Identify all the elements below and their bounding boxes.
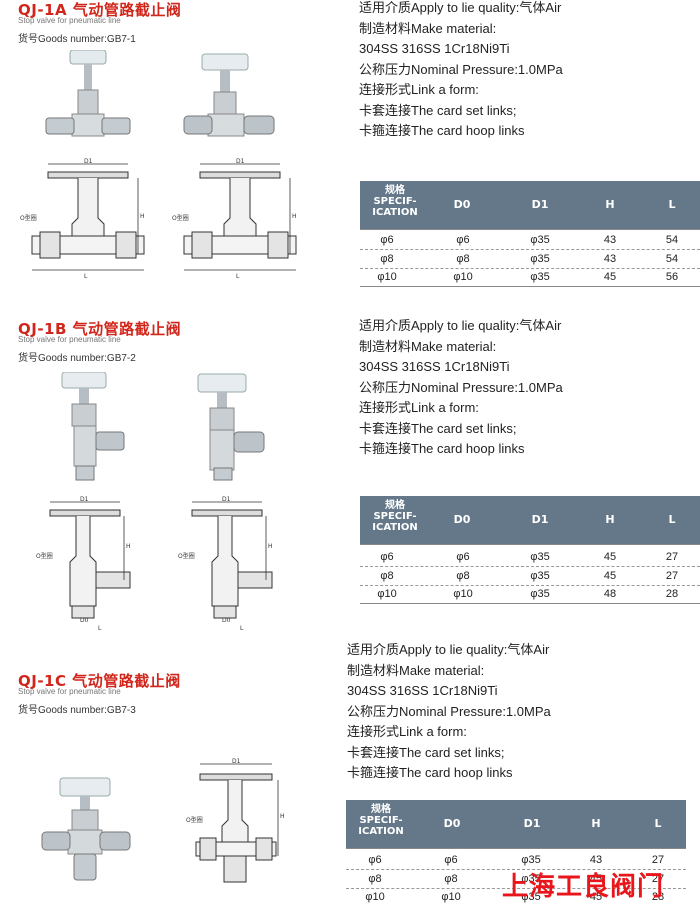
col-d1: D1 (531, 198, 549, 211)
spec-link-card-set: 卡套连接The card set links; (359, 420, 517, 436)
col-d0: D0 (453, 198, 471, 211)
watermark-logo: 上海工良阀门 (502, 872, 665, 902)
valve-photo-b2 (197, 373, 265, 481)
col-l: L (668, 513, 676, 526)
spec-material-label: 制造材料Make material: (359, 20, 497, 36)
spec-column-header: 规格 SPECIF- ICATION (358, 804, 404, 837)
spec-column-header: 规格 SPECIF- ICATION (372, 185, 418, 218)
product-title: QJ-1C 气动管路截止阀 (18, 672, 181, 690)
spec-list: 适用介质Apply to lie quality:气体Air 制造材料Make … (359, 0, 563, 142)
product-title: QJ-1B 气动管路截止阀 (18, 320, 182, 338)
spec-link-card-set: 卡套连接The card set links; (359, 102, 517, 118)
valve-photo-c1 (41, 777, 131, 881)
spec-medium: 适用介质Apply to lie quality:气体Air (347, 642, 550, 657)
dim-l-label: L (84, 273, 88, 280)
spec-list: 适用介质Apply to lie quality:气体Air 制造材料Make … (347, 640, 551, 784)
col-h: H (605, 198, 615, 211)
table-row: φ6 φ6 φ35 43 54 (380, 234, 679, 246)
spec-table: 规格 SPECIF- ICATION D0 D1 H L φ6 φ6 φ35 4… (360, 496, 700, 604)
dim-d1-label: D1 (84, 158, 93, 165)
col-l: L (654, 817, 662, 830)
table-row: φ10 φ10 φ35 48 28 (377, 588, 679, 600)
dim-d0-label: D0 (80, 617, 89, 624)
dim-d1-label: D1 (232, 758, 241, 765)
product-title: QJ-1A 气动管路截止阀 (18, 1, 182, 19)
col-d0: D0 (453, 513, 471, 526)
spec-material-value: 304SS 316SS 1Cr18Ni9Ti (359, 41, 510, 56)
spec-material-value: 304SS 316SS 1Cr18Ni9Ti (347, 683, 498, 698)
spec-pressure: 公称压力Nominal Pressure:1.0MPa (359, 61, 563, 77)
o-ring-label: O型圈 (172, 214, 189, 222)
product-subtitle: Stop valve for pneumatic line (18, 335, 121, 344)
technical-drawing-b1: D1 H L D0 O型圈 (36, 496, 131, 632)
technical-drawing-b2: D1 H L D0 O型圈 (178, 496, 273, 632)
o-ring-label: O型圈 (178, 552, 195, 560)
product-subtitle: Stop valve for pneumatic line (18, 687, 121, 696)
dim-d0-label: D0 (222, 617, 231, 624)
dim-l-label: L (240, 625, 244, 632)
spec-link-label: 连接形式Link a form: (359, 400, 479, 415)
col-d0: D0 (443, 817, 461, 830)
table-row: φ6 φ6 φ35 45 27 (380, 551, 679, 563)
valve-photo-b1 (61, 372, 125, 481)
spec-link-label: 连接形式Link a form: (359, 82, 479, 97)
technical-drawing-a2: D1 H L O型圈 (172, 158, 297, 280)
spec-link-card-hoop: 卡箍连接The card hoop links (359, 441, 525, 456)
col-d1: D1 (523, 817, 541, 830)
spec-pressure: 公称压力Nominal Pressure:1.0MPa (359, 379, 563, 395)
table-row: φ10 φ10 φ35 45 56 (377, 271, 679, 283)
product-subtitle: Stop valve for pneumatic line (18, 16, 121, 25)
o-ring-label: O型圈 (186, 816, 203, 824)
dim-h-label: H (292, 213, 297, 220)
spec-link-label: 连接形式Link a form: (347, 724, 467, 739)
table-row: φ8 φ8 φ35 45 27 (380, 570, 679, 582)
spec-table: 规格 SPECIF- ICATION D0 D1 H L φ6 φ6 φ35 4… (346, 800, 686, 906)
product-section-qj-1c: QJ-1C 气动管路截止阀 Stop valve for pneumatic l… (0, 640, 700, 908)
goods-number: 货号Goods number:GB7-1 (18, 34, 136, 45)
spec-table: 规格 SPECIF- ICATION D0 D1 H L φ6 φ6 φ35 4… (360, 181, 700, 287)
spec-material-value: 304SS 316SS 1Cr18Ni9Ti (359, 359, 510, 374)
col-d1: D1 (531, 513, 549, 526)
goods-number: 货号Goods number:GB7-2 (18, 353, 136, 364)
table-header: 规格 SPECIF- ICATION D0 D1 H L (346, 800, 686, 848)
col-h: H (591, 817, 601, 830)
spec-column-header: 规格 SPECIF- ICATION (372, 500, 418, 533)
spec-link-card-set: 卡套连接The card set links; (347, 744, 505, 760)
spec-material-label: 制造材料Make material: (347, 662, 485, 678)
technical-drawing-a1: D1 H L O型圈 (20, 158, 145, 280)
dim-d1-label: D1 (222, 496, 231, 503)
table-header: 规格 SPECIF- ICATION D0 D1 H L (360, 181, 700, 229)
o-ring-label: O型圈 (20, 214, 37, 222)
spec-medium: 适用介质Apply to lie quality:气体Air (359, 318, 562, 333)
spec-material-label: 制造材料Make material: (359, 338, 497, 354)
dim-h-label: H (280, 813, 285, 820)
table-header: 规格 SPECIF- ICATION D0 D1 H L (360, 496, 700, 544)
table-row: φ6 φ6 φ35 43 27 (368, 854, 665, 866)
dim-h-label: H (126, 543, 131, 550)
dim-l-label: L (236, 273, 240, 280)
spec-pressure: 公称压力Nominal Pressure:1.0MPa (347, 703, 551, 719)
spec-list: 适用介质Apply to lie quality:气体Air 制造材料Make … (359, 316, 563, 460)
technical-drawing-c1: D1 H O型圈 (186, 758, 285, 883)
dim-d1-label: D1 (80, 496, 89, 503)
spec-link-card-hoop: 卡箍连接The card hoop links (359, 123, 525, 138)
col-l: L (668, 198, 676, 211)
dim-h-label: H (268, 543, 273, 550)
goods-number: 货号Goods number:GB7-3 (18, 705, 136, 716)
product-section-qj-1b: QJ-1B 气动管路截止阀 Stop valve for pneumatic l… (0, 316, 700, 632)
product-section-qj-1a: QJ-1A 气动管路截止阀 Stop valve for pneumatic l… (0, 0, 700, 300)
col-h: H (605, 513, 615, 526)
table-row: φ8 φ8 φ35 43 54 (380, 253, 679, 265)
spec-link-card-hoop: 卡箍连接The card hoop links (347, 765, 513, 780)
spec-medium: 适用介质Apply to lie quality:气体Air (359, 0, 562, 15)
dim-l-label: L (98, 625, 102, 632)
dim-d1-label: D1 (236, 158, 245, 165)
o-ring-label: O型圈 (36, 552, 53, 560)
table-row: φ8 φ8 φ35 45 27 (368, 873, 665, 885)
valve-photo-a1 (45, 50, 131, 137)
dim-h-label: H (140, 213, 145, 220)
table-row: φ10 φ10 φ35 45 28 (365, 891, 665, 903)
valve-photo-a2 (183, 53, 275, 137)
